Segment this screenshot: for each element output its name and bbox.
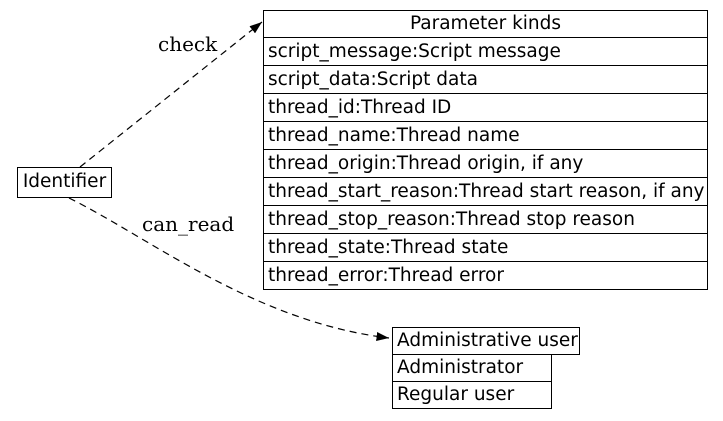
table-row: thread_id:Thread ID	[264, 94, 707, 122]
check-edge	[79, 21, 263, 168]
parameter-kinds-table: Parameter kinds script_message:Script me…	[263, 10, 708, 290]
identifier-node: Identifier	[17, 167, 112, 198]
parameter-kinds-title: Parameter kinds	[264, 11, 707, 38]
table-row: Regular user	[392, 381, 552, 409]
user-kinds-title: Administrative user	[392, 327, 580, 355]
table-row: thread_state:Thread state	[264, 234, 707, 262]
table-row: script_message:Script message	[264, 38, 707, 66]
can-read-edge	[68, 197, 390, 341]
table-row: script_data:Script data	[264, 66, 707, 94]
can-read-edge-label: can_read	[142, 212, 235, 236]
check-edge-label: check	[158, 32, 218, 56]
table-row: thread_name:Thread name	[264, 122, 707, 150]
table-row: thread_stop_reason:Thread stop reason	[264, 206, 707, 234]
table-row: thread_start_reason:Thread start reason,…	[264, 178, 707, 206]
table-row: thread_error:Thread error	[268, 265, 504, 286]
table-row: Administrator	[392, 354, 552, 382]
table-row: thread_origin:Thread origin, if any	[264, 150, 707, 178]
